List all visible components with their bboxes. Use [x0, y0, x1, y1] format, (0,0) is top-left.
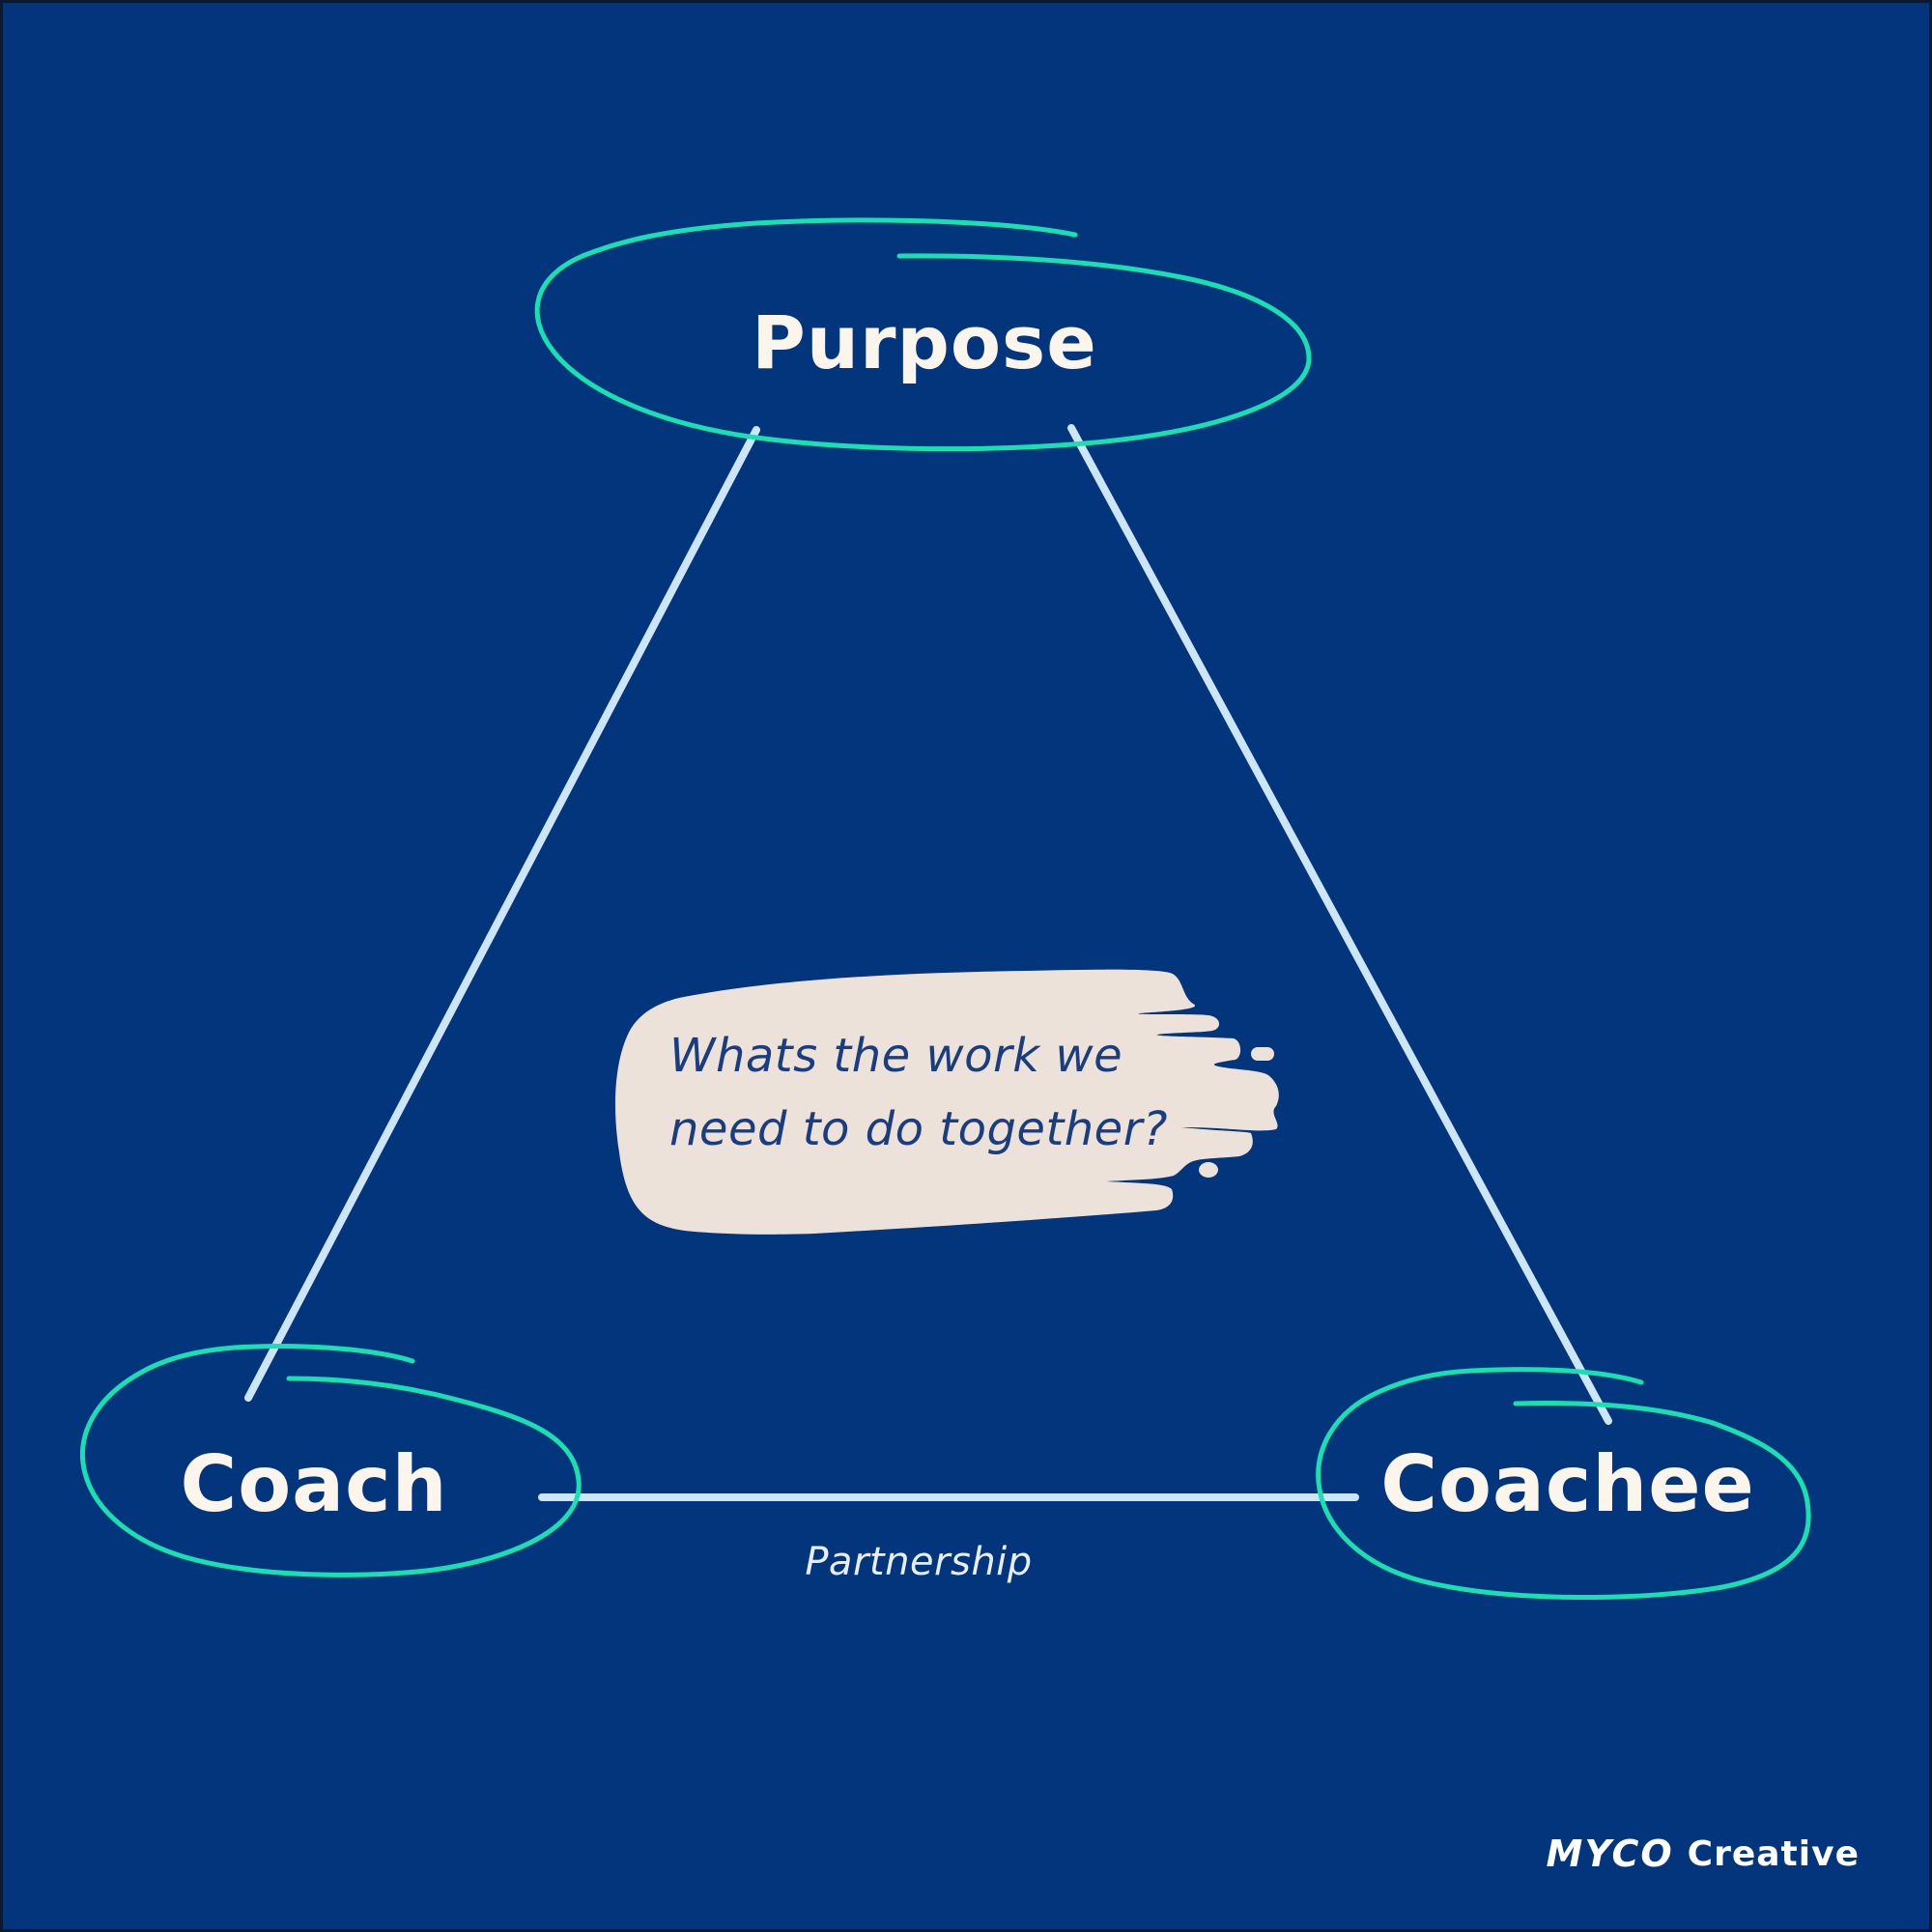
- node-coach: Coach: [180, 1439, 448, 1529]
- callout-question: Whats the work we need to do together?: [669, 1019, 1168, 1166]
- coach-ring: [80, 1344, 582, 1577]
- node-coachee: Coachee: [1380, 1439, 1755, 1529]
- brush-splatter: [1199, 1162, 1218, 1178]
- purpose-ring: [534, 217, 1312, 452]
- node-purpose: Purpose: [752, 299, 1097, 385]
- diagram-svg: [80, 217, 1811, 1601]
- callout-brush: [615, 969, 1279, 1235]
- brand-mark: MYCO: [1546, 1833, 1674, 1875]
- brush-splatter: [1251, 1047, 1274, 1061]
- edge-label-partnership: Partnership: [805, 1540, 1033, 1584]
- edge-purpose-coachee: [1067, 424, 1612, 1425]
- coachee-ring: [1316, 1367, 1811, 1601]
- callout-line: Whats the work we: [669, 1029, 1123, 1083]
- brand-name: Creative: [1687, 1833, 1860, 1874]
- edge-purpose-coach: [244, 426, 760, 1402]
- brand-logo: MYCO Creative: [1547, 1833, 1861, 1875]
- callout-line: need to do together?: [669, 1102, 1168, 1156]
